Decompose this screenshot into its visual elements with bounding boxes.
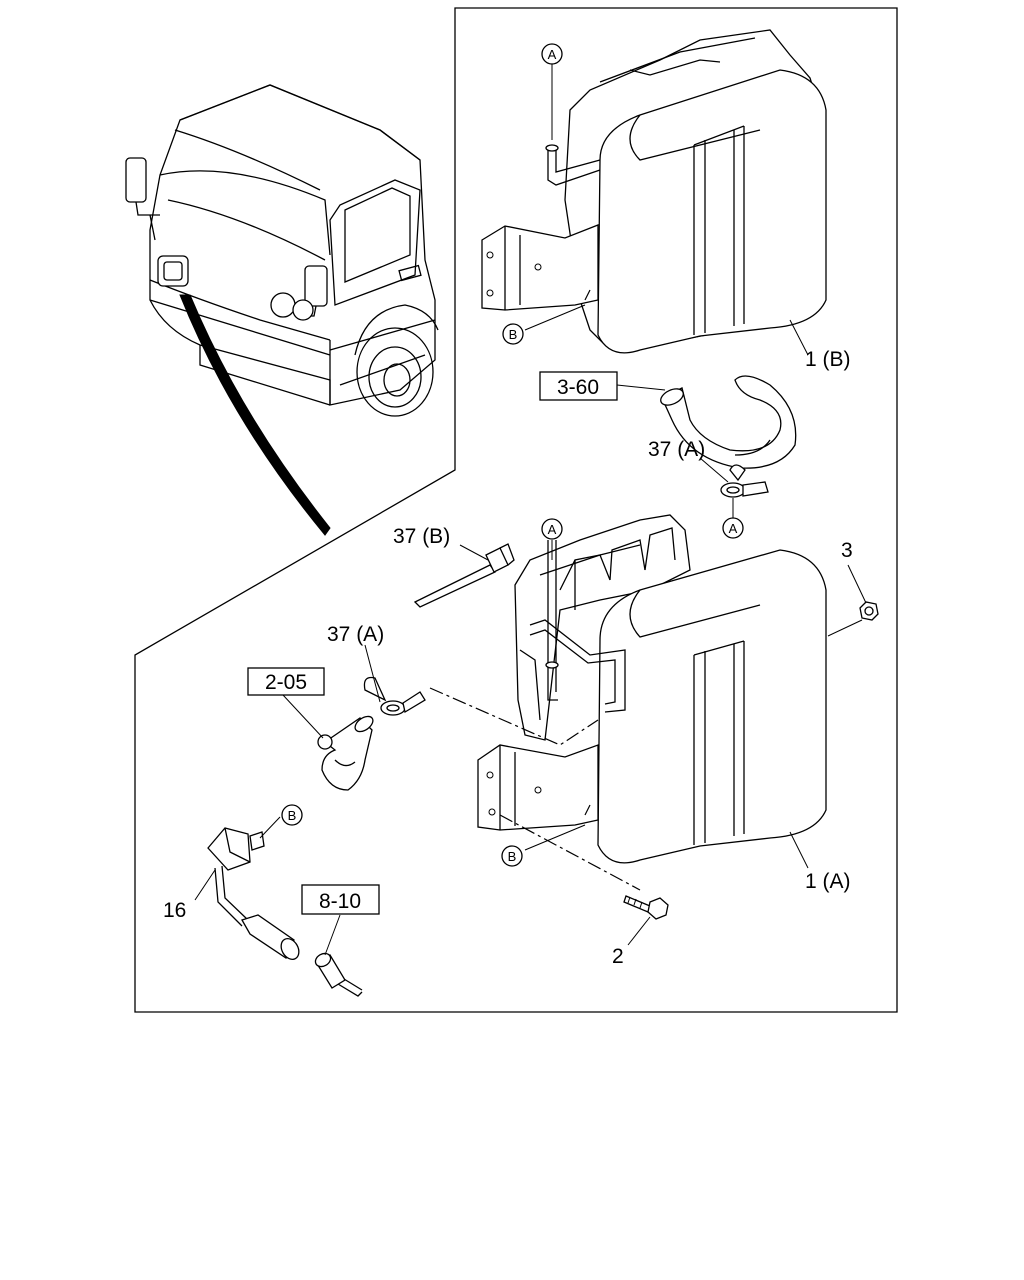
diagram-frame xyxy=(134,7,898,1013)
svg-text:B: B xyxy=(509,327,518,342)
tank-1a-illustration xyxy=(477,514,827,864)
svg-text:A: A xyxy=(548,47,557,62)
tank-1b-illustration xyxy=(481,29,827,354)
label-part-37b: 37 (B) xyxy=(393,525,450,548)
label-part-1a: 1 (A) xyxy=(805,870,851,893)
marker-a-top: A xyxy=(541,43,563,65)
marker-a-lower: A xyxy=(541,518,563,540)
marker-b-sensor: B xyxy=(281,804,303,826)
marker-b-lower: B xyxy=(501,845,523,867)
svg-text:A: A xyxy=(729,521,738,536)
tie-37b-illustration xyxy=(413,543,515,608)
marker-b-upper: B xyxy=(502,323,524,345)
ref-box-8-10: 8-10 xyxy=(301,884,380,915)
label-part-1b: 1 (B) xyxy=(805,348,851,371)
hose-2-05-illustration xyxy=(317,715,374,791)
label-part-37a-top: 37 (A) xyxy=(648,438,705,461)
ref-box-3-60: 3-60 xyxy=(539,371,618,401)
bolt-2-illustration xyxy=(623,895,669,920)
harness-8-10-illustration xyxy=(314,952,363,997)
svg-text:2-05: 2-05 xyxy=(265,671,307,694)
leader-lines xyxy=(194,64,867,956)
svg-text:B: B xyxy=(508,849,517,864)
sensor-16-illustration xyxy=(207,827,300,960)
clamp-37a-left-illustration xyxy=(363,676,426,716)
truck-cab-illustration xyxy=(125,84,439,536)
svg-text:A: A xyxy=(548,522,557,537)
hose-illustration xyxy=(660,375,797,518)
assembly-lines xyxy=(429,289,641,891)
callout-leader xyxy=(179,294,331,536)
svg-text:8-10: 8-10 xyxy=(319,890,361,913)
ref-box-2-05: 2-05 xyxy=(247,667,325,696)
marker-a-clamp: A xyxy=(722,517,744,539)
label-part-2: 2 xyxy=(612,945,624,968)
svg-text:B: B xyxy=(288,808,297,823)
nut-3-illustration xyxy=(859,601,879,621)
label-part-16: 16 xyxy=(163,899,186,922)
label-part-3: 3 xyxy=(841,539,853,562)
label-part-37a-left: 37 (A) xyxy=(327,623,384,646)
svg-text:3-60: 3-60 xyxy=(557,376,599,399)
